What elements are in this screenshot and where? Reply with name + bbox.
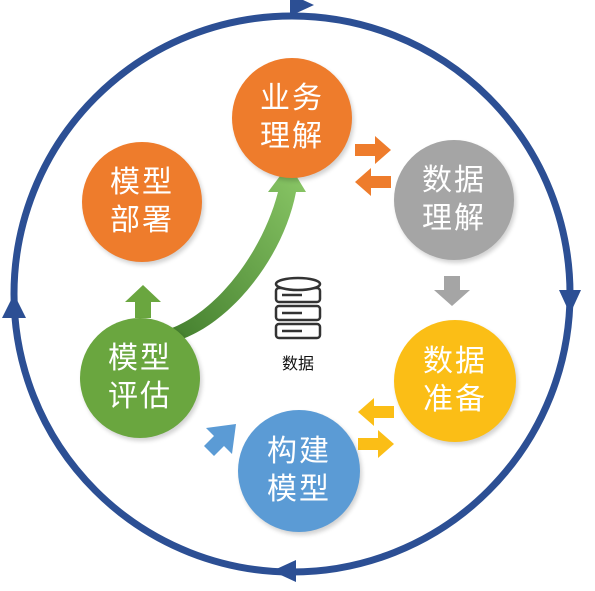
double-arrow-orange-icon: [355, 136, 391, 196]
node-data-understanding-line2: 理解: [422, 201, 486, 236]
node-data-understanding-line1: 数据: [422, 163, 486, 198]
ring-arrow-bottom-icon: [272, 560, 296, 582]
double-arrow-yellow-icon: [358, 398, 394, 458]
ring-arrow-left-icon: [2, 294, 26, 318]
node-business-line2: 理解: [260, 119, 324, 154]
node-data-preparation-line2: 准备: [423, 382, 487, 417]
feedback-curve-arrow: [158, 164, 306, 344]
node-evaluation: 模型 评估: [80, 318, 200, 438]
center-data-label: 数据: [281, 354, 314, 373]
node-data-understanding: 数据 理解: [394, 140, 514, 260]
ring-arrow-top-icon: [290, 0, 314, 16]
node-data-preparation-line1: 数据: [423, 344, 487, 379]
node-evaluation-line2: 评估: [108, 379, 172, 414]
node-modeling-line2: 模型: [267, 472, 331, 507]
node-evaluation-line1: 模型: [108, 341, 172, 376]
database-icon: [274, 276, 322, 340]
diagonal-arrow-blue-icon: [204, 424, 236, 456]
down-arrow-gray-icon: [434, 276, 470, 306]
node-business-line1: 业务: [260, 81, 324, 116]
node-deployment-line1: 模型: [110, 165, 174, 200]
node-modeling-line1: 构建: [267, 434, 331, 469]
node-business-understanding: 业务 理解: [232, 58, 352, 178]
ring-arrow-right-icon: [559, 290, 581, 314]
node-deployment-line2: 部署: [110, 203, 174, 238]
node-modeling: 构建 模型: [238, 410, 360, 532]
node-deployment: 模型 部署: [82, 142, 202, 262]
node-data-preparation: 数据 准备: [394, 320, 516, 442]
up-arrow-green-icon: [125, 285, 161, 318]
